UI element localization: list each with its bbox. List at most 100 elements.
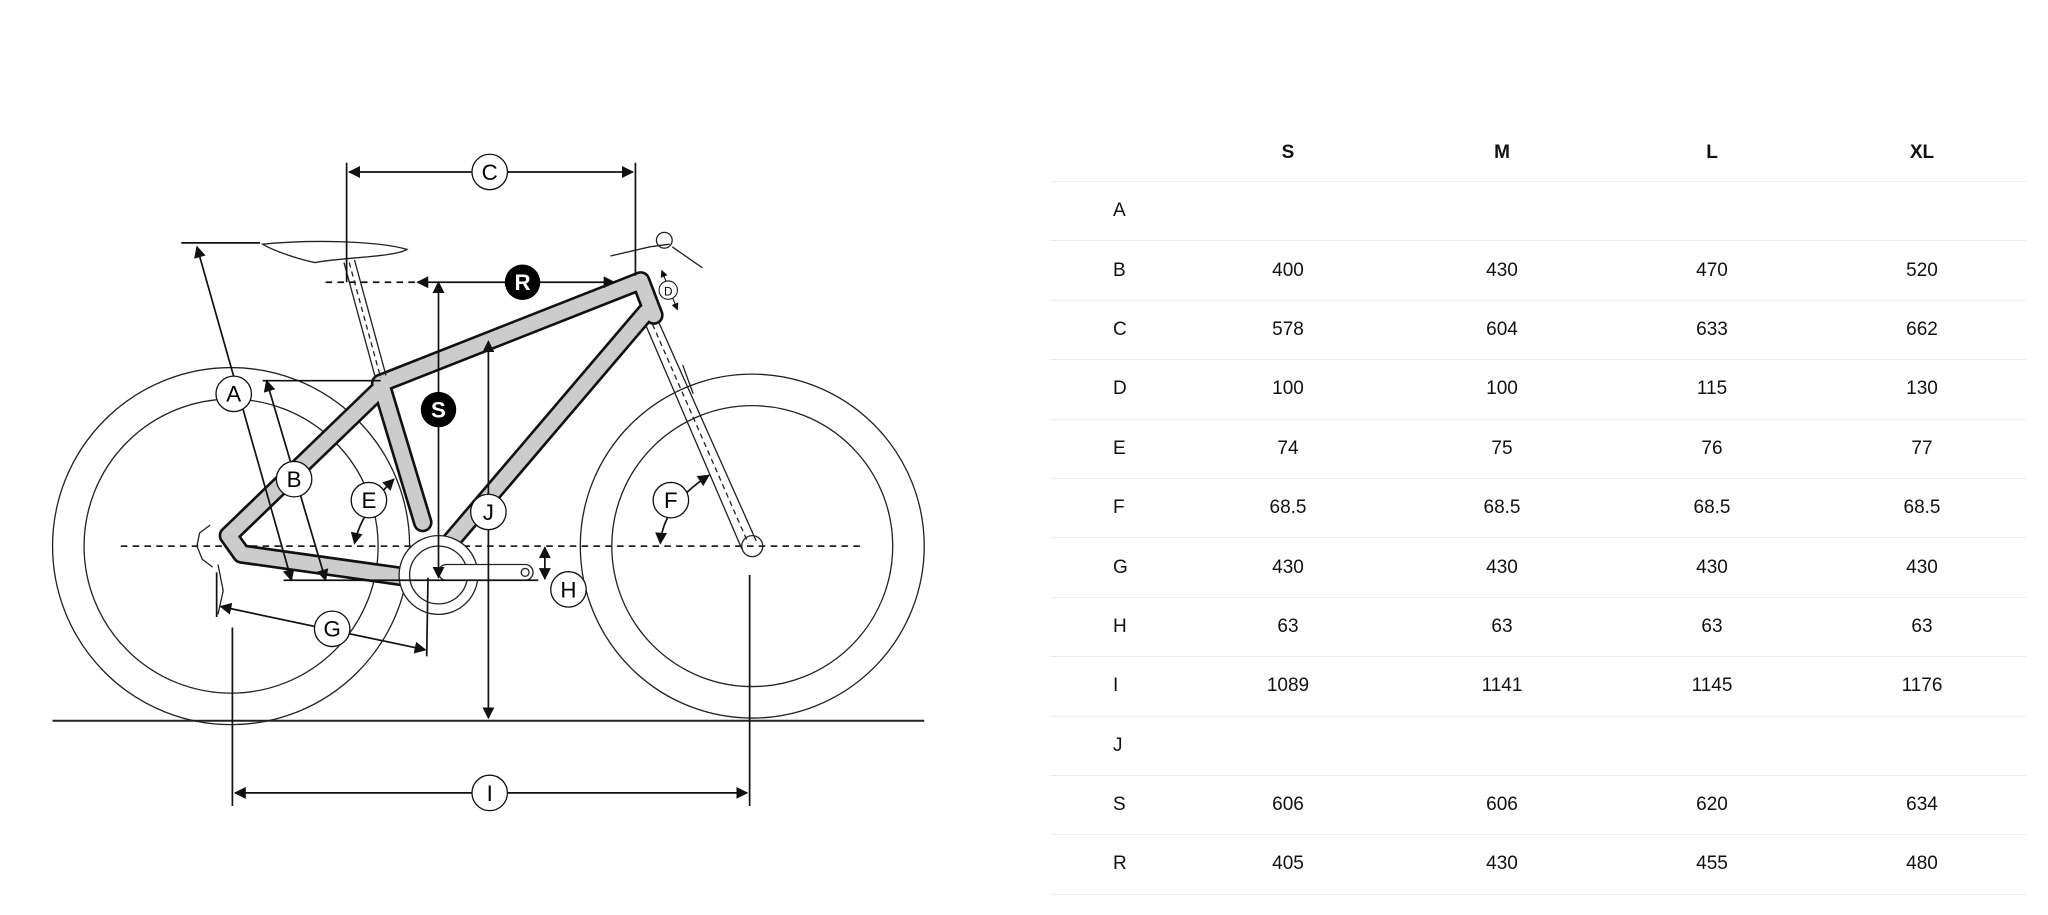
fork [645,322,757,549]
row-value: 578 [1272,318,1304,340]
row-value: 63 [1911,615,1933,637]
table-row: J [1050,717,2026,776]
table-row: D 100 100 115 130 [1050,360,2026,420]
svg-text:H: H [560,577,576,602]
label-c: C [471,153,509,191]
row-label: B [1113,259,1126,281]
svg-text:G: G [323,617,340,642]
row-value: 430 [1906,556,1938,578]
row-value: 100 [1486,378,1518,400]
row-value: 1176 [1901,675,1943,697]
table-row: F 68.5 68.5 68.5 68.5 [1050,479,2026,539]
column-header-s: S [1281,141,1295,163]
saddle [260,240,409,264]
row-value: 634 [1906,794,1938,816]
table-row: C 578 604 633 662 [1050,301,2026,361]
table-row: H 63 63 63 63 [1050,598,2026,658]
grip [655,231,673,249]
row-value: 430 [1486,259,1518,281]
row-value: 520 [1906,259,1938,281]
row-value: 68.5 [1693,497,1731,519]
label-g: G [313,610,351,648]
row-label: I [1113,675,1119,697]
label-h: H [550,571,587,608]
row-label: A [1113,200,1126,222]
svg-text:J: J [483,500,494,525]
table-row: A [1050,182,2026,242]
row-value: 620 [1696,794,1728,816]
label-b: B [275,460,313,498]
svg-text:I: I [487,781,493,806]
row-label: C [1113,318,1127,340]
table-row: E 74 75 76 77 [1050,420,2026,479]
row-value: 63 [1277,615,1299,637]
row-value: 662 [1906,318,1938,340]
row-value: 75 [1491,437,1513,459]
row-value: 1145 [1691,675,1733,697]
row-value: 470 [1696,259,1728,281]
label-e: E [350,481,388,519]
row-value: 68.5 [1903,497,1941,519]
label-a: A [215,375,253,413]
row-label: D [1113,378,1127,400]
row-value: 1089 [1266,675,1310,697]
svg-text:F: F [664,488,678,513]
row-label: R [1113,853,1127,875]
table-row: B 400 430 470 520 [1050,241,2026,301]
label-r: R [504,264,541,300]
row-value: 633 [1696,318,1728,340]
row-value: 63 [1491,615,1513,637]
svg-text:S: S [431,397,446,422]
column-header-xl: XL [1909,141,1935,163]
column-header-l: L [1706,141,1718,163]
row-label: G [1113,556,1128,578]
svg-text:D: D [664,284,673,298]
row-value: 405 [1272,853,1304,875]
svg-text:C: C [482,160,498,185]
label-d: D [658,280,678,300]
row-value: 63 [1701,615,1723,637]
row-label: F [1113,497,1125,519]
row-label: E [1113,437,1126,459]
table-header-row: S M L XL [1050,124,2026,182]
row-value: 100 [1272,378,1304,400]
row-value: 430 [1486,556,1518,578]
svg-text:R: R [514,270,530,295]
row-label: S [1113,794,1126,816]
bike-frame [218,271,664,588]
row-value: 455 [1696,853,1728,875]
label-i: I [471,774,509,812]
table-row: S 606 606 620 634 [1050,776,2026,836]
svg-text:E: E [361,488,376,513]
row-value: 130 [1906,378,1938,400]
column-header-m: M [1494,141,1510,163]
row-label: J [1113,734,1123,756]
row-value: 115 [1696,378,1728,400]
row-value: 68.5 [1483,497,1521,519]
label-j: J [470,493,507,531]
row-value: 74 [1277,437,1299,459]
svg-text:A: A [226,382,241,407]
crankset [398,534,534,616]
row-value: 68.5 [1269,497,1307,519]
row-value: 400 [1272,259,1304,281]
handlebar [610,243,703,269]
row-label: H [1113,615,1127,637]
label-f: F [652,481,690,519]
row-value: 430 [1486,853,1518,875]
row-value: 604 [1486,318,1518,340]
label-s: S [420,391,457,428]
row-value: 430 [1696,556,1728,578]
table-row: G 430 430 430 430 [1050,538,2026,598]
front-wheel [579,373,925,719]
row-value: 606 [1272,794,1304,816]
row-value: 606 [1486,794,1518,816]
row-value: 76 [1701,437,1723,459]
row-value: 77 [1911,437,1933,459]
svg-text:B: B [287,467,302,492]
row-value: 430 [1272,556,1304,578]
